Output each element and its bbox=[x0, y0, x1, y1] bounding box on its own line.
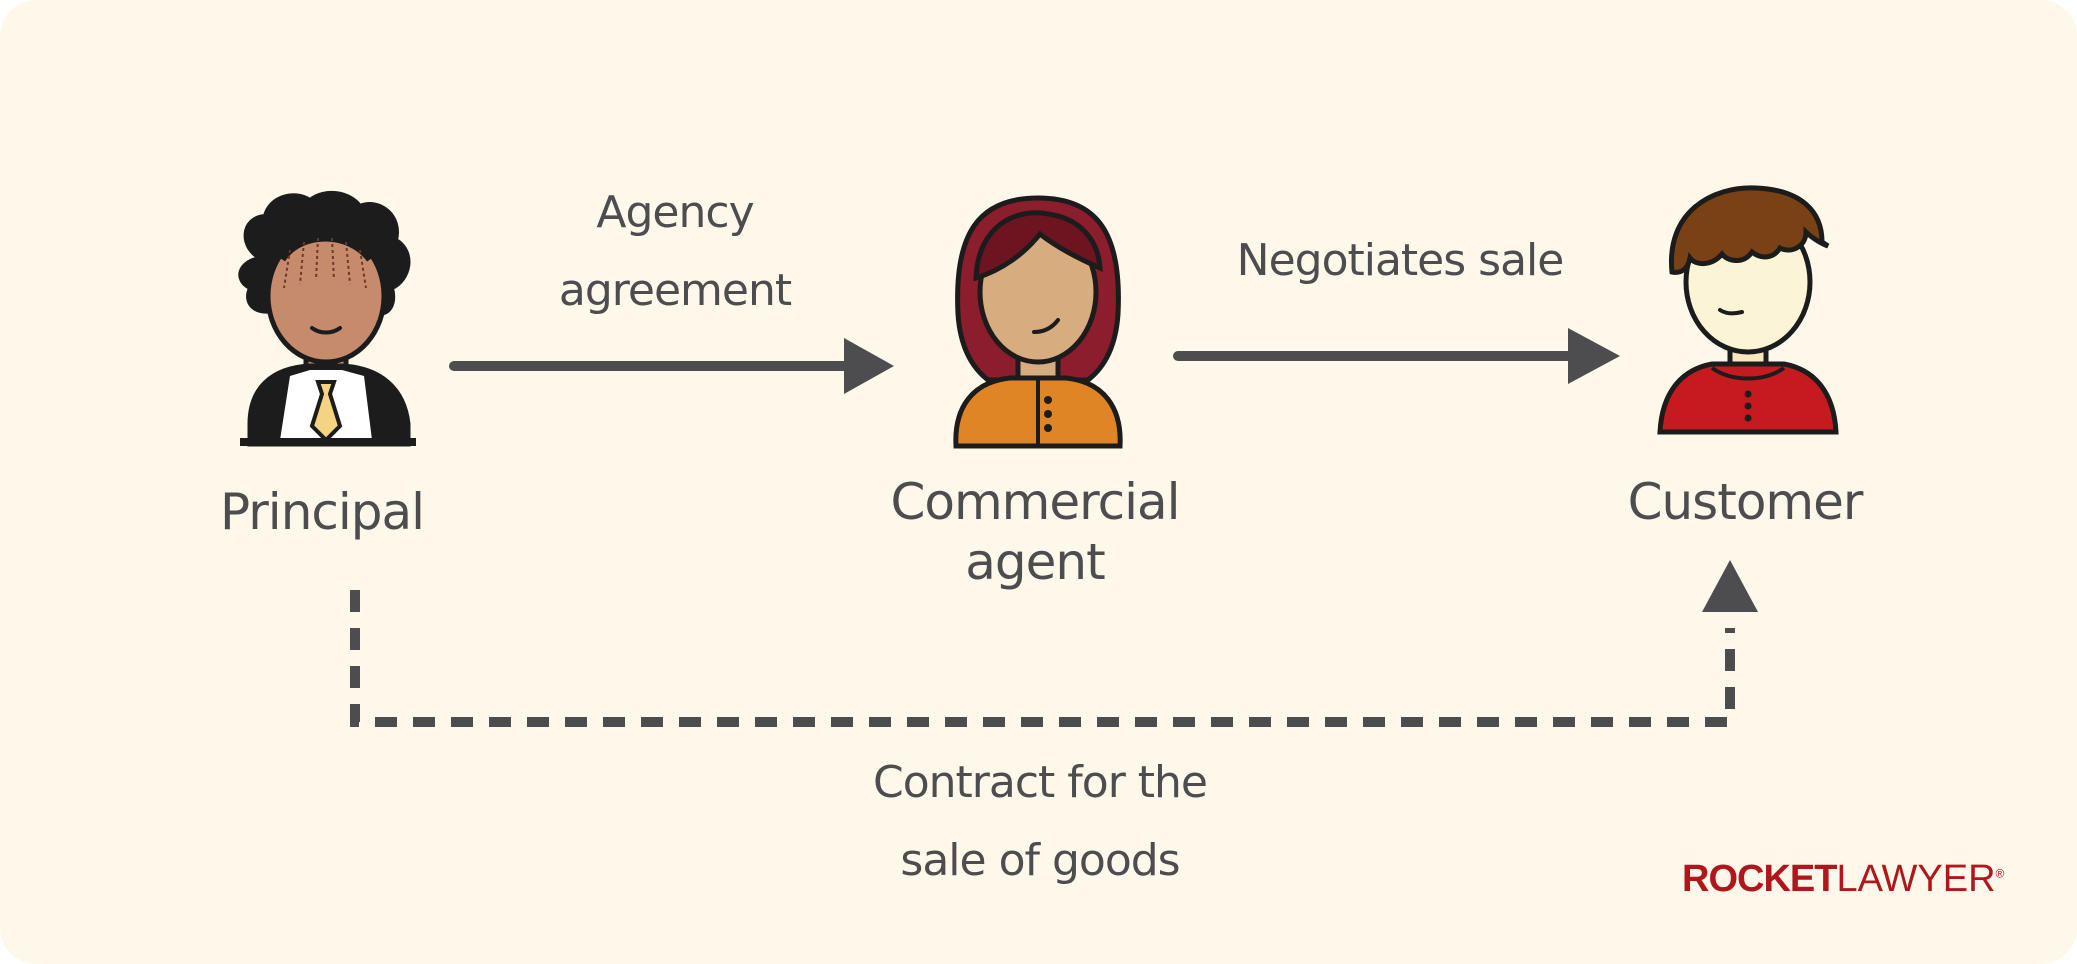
arrow-agency-head bbox=[844, 338, 894, 394]
arrow-contract-head bbox=[1702, 560, 1758, 612]
node-label-commercial-agent-line1: Commercial bbox=[890, 473, 1180, 531]
edge-label-negotiates-sale: Negotiates sale bbox=[1236, 235, 1565, 286]
node-label-commercial-agent-line2: agent bbox=[965, 533, 1105, 591]
logo-text-light: LAWYER bbox=[1836, 858, 1996, 900]
edge-label-agency-line2: agreement bbox=[558, 265, 792, 316]
principal-avatar-icon bbox=[238, 190, 416, 447]
customer-avatar-icon bbox=[1657, 185, 1839, 435]
agent-avatar-icon bbox=[953, 195, 1123, 449]
arrow-contract-line bbox=[350, 590, 1735, 727]
edge-label-contract-line2: sale of goods bbox=[900, 835, 1180, 886]
arrow-negotiates-head bbox=[1568, 328, 1620, 384]
rocket-lawyer-logo: ROCKETLAWYER® bbox=[1682, 858, 2004, 901]
node-label-commercial-agent: Commercial agent bbox=[860, 472, 1210, 592]
edge-label-contract-sale-of-goods: Contract for the sale of goods bbox=[850, 744, 1230, 900]
logo-registered-mark: ® bbox=[1995, 866, 2005, 881]
edge-label-agency-agreement: Agency agreement bbox=[520, 174, 830, 330]
logo-text-bold: ROCKET bbox=[1682, 858, 1837, 900]
edge-label-agency-line1: Agency bbox=[596, 187, 754, 238]
node-label-principal: Principal bbox=[219, 483, 425, 541]
node-label-customer: Customer bbox=[1627, 473, 1864, 531]
edge-label-contract-line1: Contract for the bbox=[873, 757, 1208, 808]
